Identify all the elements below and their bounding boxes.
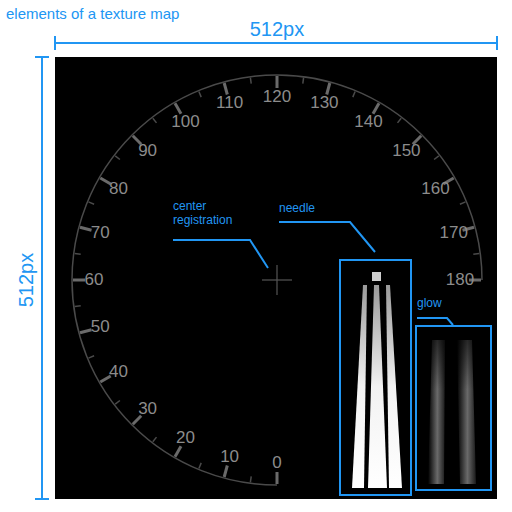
dial-number: 110 xyxy=(216,93,243,113)
dial-tick xyxy=(80,227,92,230)
dial-tick xyxy=(175,446,181,456)
diagram-title: elements of a texture map xyxy=(6,5,179,22)
dial-tick xyxy=(75,305,81,307)
needle-frame xyxy=(340,260,411,495)
dial-tick xyxy=(250,78,252,84)
dial-tick xyxy=(199,463,201,469)
glow-art xyxy=(420,330,488,484)
dial-tick xyxy=(434,156,439,160)
dial-tick xyxy=(153,437,157,442)
needle-art xyxy=(352,272,402,488)
dial-number: 180 xyxy=(446,270,474,290)
dial-tick xyxy=(73,279,85,282)
dial-number: 160 xyxy=(421,179,449,199)
dial-tick xyxy=(115,401,120,405)
dial-tick xyxy=(353,92,355,98)
dial-number: 150 xyxy=(392,141,420,161)
dial-tick xyxy=(276,472,279,484)
dimension-label: 512px xyxy=(15,253,38,308)
dial-number: 0 xyxy=(272,453,281,473)
dial-tick xyxy=(460,202,466,204)
dial-number: 20 xyxy=(176,429,195,449)
dial-tick xyxy=(89,356,95,358)
dial-number: 30 xyxy=(138,400,157,420)
dial-tick xyxy=(115,156,120,160)
dial-tick xyxy=(153,118,157,123)
dial-number: 140 xyxy=(354,112,382,132)
dimension-lines xyxy=(35,36,497,499)
dial-tick xyxy=(398,118,402,123)
dial-tick xyxy=(199,92,201,98)
dial-tick xyxy=(327,83,330,95)
dial-number: 50 xyxy=(91,318,110,338)
dial-tick xyxy=(473,253,479,255)
dial-number: 80 xyxy=(109,179,128,199)
dial-tick xyxy=(80,330,92,333)
callout-lines xyxy=(173,222,491,495)
dial-number: 60 xyxy=(85,270,104,290)
center-crosshair xyxy=(262,265,292,295)
dial-number: 10 xyxy=(220,447,239,467)
callout-label: needle xyxy=(279,202,315,216)
dial-tick xyxy=(224,83,227,95)
dial-number: 40 xyxy=(109,362,128,382)
dial-arc xyxy=(72,75,482,485)
dial-tick xyxy=(75,253,81,255)
dial-number: 170 xyxy=(440,223,468,243)
dial-number: 100 xyxy=(171,112,199,132)
callout-label: center registration xyxy=(173,200,253,228)
dial-number: 120 xyxy=(263,87,291,107)
glow-frame xyxy=(416,326,491,490)
dial-tick xyxy=(89,202,95,204)
dial-tick xyxy=(250,476,252,482)
dial-tick xyxy=(224,466,227,478)
dial-tick xyxy=(302,78,304,84)
dial-tick xyxy=(276,76,279,88)
callout-label: glow xyxy=(417,297,442,311)
texture-ground xyxy=(55,57,497,499)
dial-number: 130 xyxy=(310,93,338,113)
dial-ticks xyxy=(73,76,481,484)
dimension-label: 512px xyxy=(250,18,305,41)
dial-number: 70 xyxy=(91,223,110,243)
dial-number: 90 xyxy=(138,141,157,161)
